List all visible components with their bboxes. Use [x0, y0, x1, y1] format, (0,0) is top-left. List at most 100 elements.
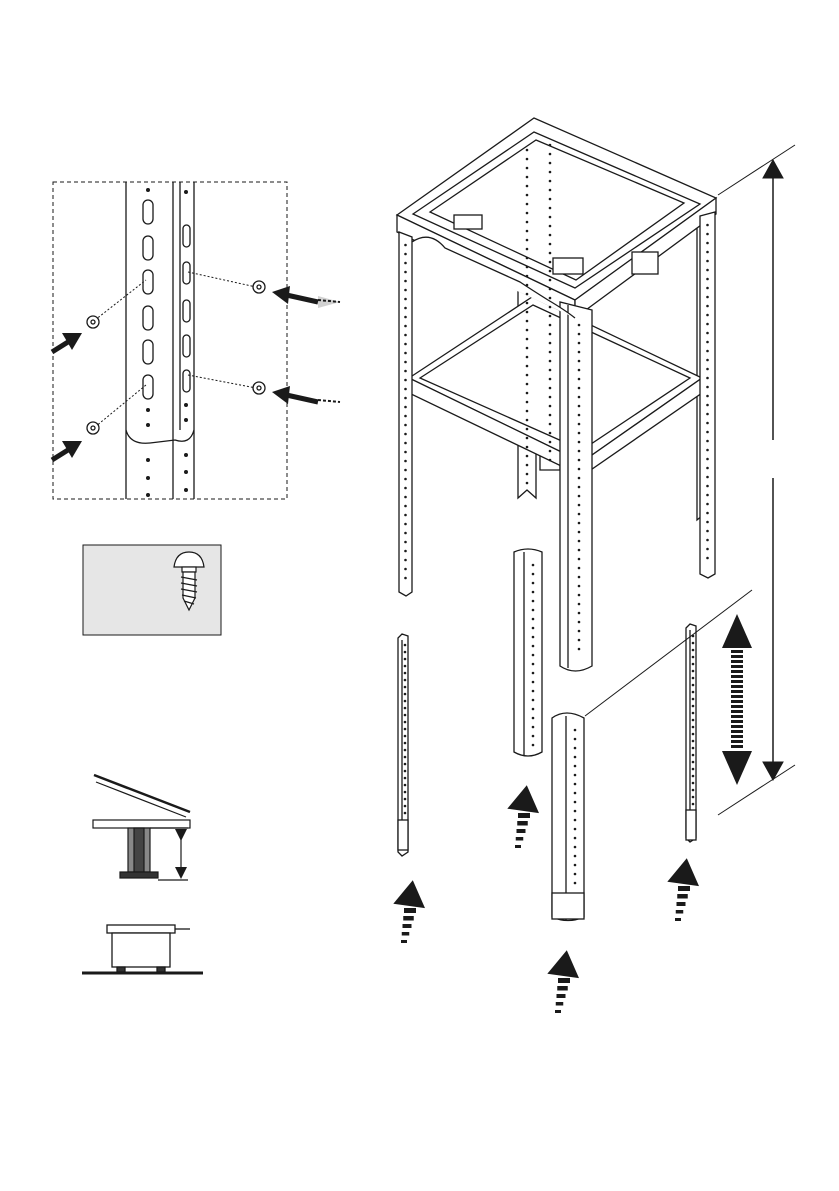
- hole: [578, 486, 581, 489]
- hole: [549, 189, 552, 192]
- hole: [549, 378, 552, 381]
- hole: [692, 768, 695, 771]
- hole: [404, 244, 407, 247]
- hole: [526, 455, 529, 458]
- hole: [404, 721, 407, 724]
- insert-up-arrow-icon: [507, 783, 542, 848]
- leveling-foot-detail: [93, 775, 190, 880]
- hole: [404, 791, 407, 794]
- hole: [526, 473, 529, 476]
- hole: [692, 677, 695, 680]
- hole: [706, 530, 709, 533]
- hole: [526, 212, 529, 215]
- hole: [549, 333, 552, 336]
- hole: [404, 651, 407, 654]
- hole: [526, 356, 529, 359]
- hole: [549, 405, 552, 408]
- hole: [526, 248, 529, 251]
- hole: [404, 469, 407, 472]
- hole: [578, 639, 581, 642]
- hole: [549, 225, 552, 228]
- hole: [578, 612, 581, 615]
- hole: [706, 503, 709, 506]
- hole: [578, 603, 581, 606]
- hole: [404, 756, 407, 759]
- hole: [692, 719, 695, 722]
- hole: [404, 289, 407, 292]
- hole: [578, 513, 581, 516]
- hole: [574, 792, 577, 795]
- hole: [404, 325, 407, 328]
- hole: [532, 681, 535, 684]
- hole: [526, 158, 529, 161]
- hole: [404, 262, 407, 265]
- hole: [404, 271, 407, 274]
- hole: [549, 450, 552, 453]
- hole: [549, 207, 552, 210]
- hole: [706, 395, 709, 398]
- insert-up-arrow-icon: [547, 948, 582, 1013]
- hole: [532, 708, 535, 711]
- detail-inset: [52, 182, 340, 499]
- hole: [526, 167, 529, 170]
- hole: [526, 428, 529, 431]
- hole: [578, 333, 581, 336]
- hole: [549, 144, 552, 147]
- hole: [404, 735, 407, 738]
- hole: [526, 482, 529, 485]
- hole: [578, 567, 581, 570]
- hole: [549, 216, 552, 219]
- hole: [404, 644, 407, 647]
- hole: [574, 828, 577, 831]
- hole: [549, 270, 552, 273]
- hole: [526, 347, 529, 350]
- hole: [578, 648, 581, 651]
- hole: [526, 302, 529, 305]
- hole: [574, 765, 577, 768]
- hole: [532, 699, 535, 702]
- hole: [404, 487, 407, 490]
- hole: [549, 297, 552, 300]
- hole: [706, 323, 709, 326]
- hole: [706, 467, 709, 470]
- stand-frame: [397, 118, 716, 671]
- hole: [706, 440, 709, 443]
- hole: [574, 810, 577, 813]
- hole: [526, 284, 529, 287]
- hole: [404, 770, 407, 773]
- hole: [404, 361, 407, 364]
- hole: [574, 738, 577, 741]
- hole: [526, 194, 529, 197]
- hole: [404, 514, 407, 517]
- hole: [706, 485, 709, 488]
- hole: [692, 663, 695, 666]
- hole: [706, 512, 709, 515]
- hole: [532, 618, 535, 621]
- hole: [549, 171, 552, 174]
- hole: [404, 812, 407, 815]
- hole: [706, 431, 709, 434]
- push-arrow-tails: [318, 300, 340, 402]
- hole: [549, 396, 552, 399]
- hole: [574, 873, 577, 876]
- hole: [574, 801, 577, 804]
- hole: [692, 733, 695, 736]
- hole: [578, 522, 581, 525]
- hole: [578, 342, 581, 345]
- hole: [404, 679, 407, 682]
- hole: [706, 233, 709, 236]
- hole: [526, 203, 529, 206]
- hole: [404, 388, 407, 391]
- hole: [549, 324, 552, 327]
- hole: [692, 747, 695, 750]
- hole: [404, 777, 407, 780]
- hole: [706, 377, 709, 380]
- hole: [549, 342, 552, 345]
- hole: [549, 234, 552, 237]
- hole: [578, 540, 581, 543]
- leg-front-center: [552, 713, 584, 921]
- hole: [549, 279, 552, 282]
- hole: [404, 532, 407, 535]
- hole: [578, 558, 581, 561]
- hole: [578, 495, 581, 498]
